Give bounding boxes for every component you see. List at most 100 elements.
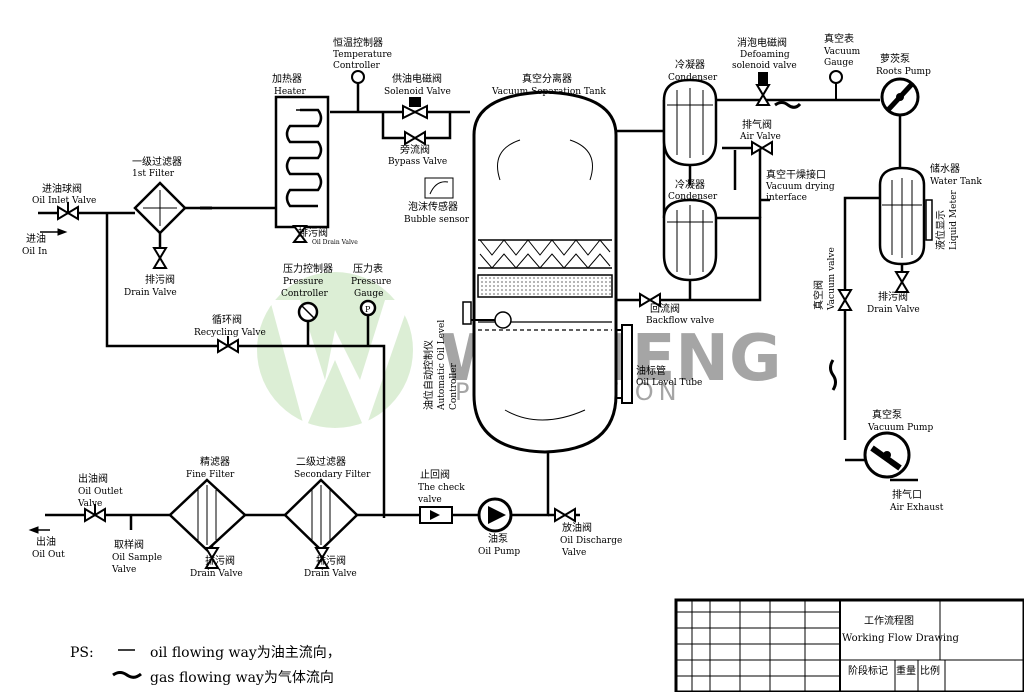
lbl-d1-zh: 排污阀 bbox=[145, 273, 175, 286]
lbl-dry-en1: Vacuum drying bbox=[765, 182, 835, 192]
lbl-check-en2: valve bbox=[417, 495, 442, 505]
air-valve bbox=[751, 140, 773, 156]
labels: 进油 Oil In 进油球阀 Oil Inlet Valve 一级过滤器 1st… bbox=[22, 32, 982, 579]
pgauge-letter: P bbox=[365, 305, 371, 314]
lbl-sd-zh: 排污阀 bbox=[316, 554, 346, 567]
lbl-bubble-en: Bubble sensor bbox=[404, 215, 470, 225]
lbl-rc-en: Recycling Valve bbox=[194, 328, 266, 338]
lbl-hd-en: Oil Drain Valve bbox=[312, 239, 358, 246]
lbl-c2-zh: 冷凝器 bbox=[675, 178, 705, 191]
lbl-bf-zh: 回流阀 bbox=[650, 302, 680, 315]
lbl-out-en1: Oil Outlet bbox=[78, 487, 123, 497]
lbl-wtd-en: Drain Valve bbox=[867, 305, 920, 315]
lbl-oo-zh: 出油 bbox=[36, 535, 56, 548]
lbl-check-en1: The check bbox=[418, 483, 465, 493]
vacuum-separation-tank bbox=[462, 90, 633, 454]
lbl-sol-zh: 供油电磁阀 bbox=[392, 72, 442, 85]
lbl-oo-en: Oil Out bbox=[32, 550, 65, 560]
lbl-pg-en2: Gauge bbox=[354, 289, 383, 299]
lbl-vp-zh: 真空泵 bbox=[872, 408, 902, 421]
water-tank bbox=[878, 166, 933, 266]
lbl-vst-en: Vacuum Separation Tank bbox=[491, 87, 606, 97]
legend: PS: oil flowing way为油主流向， gas flowing wa… bbox=[70, 645, 341, 686]
lbl-sd-en: Drain Valve bbox=[304, 569, 357, 579]
solenoid-valve bbox=[402, 97, 428, 120]
lbl-oil-in-en: Oil In bbox=[22, 247, 48, 257]
vacuum-valve bbox=[837, 289, 853, 311]
lbl-bubble-zh: 泡沫传感器 bbox=[408, 200, 458, 213]
flow-arrows bbox=[28, 111, 465, 651]
lbl-sec-zh: 二级过滤器 bbox=[296, 455, 346, 468]
title-zh: 工作流程图 bbox=[864, 614, 914, 627]
backflow-valve bbox=[639, 292, 661, 308]
lbl-fd-en: Drain Valve bbox=[190, 569, 243, 579]
lbl-out-en2: Valve bbox=[77, 499, 102, 509]
lbl-op-en: Oil Pump bbox=[478, 547, 520, 557]
lbl-defoam-en2: solenoid valve bbox=[732, 61, 797, 71]
lbl-fine-zh: 精滤器 bbox=[200, 455, 230, 468]
lbl-c1-zh: 冷凝器 bbox=[675, 58, 705, 71]
lbl-wt-en: Water Tank bbox=[930, 177, 982, 187]
valves bbox=[57, 72, 910, 569]
legend-ps: PS: bbox=[70, 645, 94, 661]
wt-drain-valve bbox=[894, 271, 910, 293]
lbl-ac-zh: 油位自动控制仪 bbox=[422, 340, 435, 410]
fine-filter bbox=[168, 478, 247, 552]
condenser-bottom bbox=[662, 198, 718, 282]
legend-gas: gas flowing way为气体流向 bbox=[150, 670, 334, 686]
lbl-f1-zh: 一级过滤器 bbox=[132, 155, 182, 168]
lbl-temp-zh: 恒温控制器 bbox=[333, 36, 383, 49]
tb-col3: 比例 bbox=[920, 664, 940, 677]
lbl-lt-zh: 油标管 bbox=[636, 364, 666, 377]
lbl-air-zh: 排气阀 bbox=[742, 118, 772, 131]
lbl-wtd-zh: 排污阀 bbox=[878, 290, 908, 303]
lbl-check-zh: 止回阀 bbox=[420, 468, 450, 481]
lbl-inlet-zh: 进油球阀 bbox=[42, 182, 82, 195]
drain-valve-1 bbox=[152, 247, 168, 269]
defoam-valve bbox=[755, 72, 771, 106]
inlet-valve bbox=[57, 202, 79, 221]
lbl-roots-zh: 萝茨泵 bbox=[880, 52, 910, 65]
oil-pump bbox=[477, 497, 513, 533]
gas-flow-markers bbox=[112, 101, 837, 679]
heater bbox=[274, 95, 330, 229]
lbl-dis-en1: Oil Discharge bbox=[560, 536, 622, 546]
lbl-ex-zh: 排气口 bbox=[892, 488, 922, 501]
lbl-op-zh: 油泵 bbox=[488, 532, 508, 545]
lbl-vv-zh: 真空阀 bbox=[812, 280, 825, 310]
lbl-heater-zh: 加热器 bbox=[272, 72, 302, 85]
lbl-dis-zh: 放油阀 bbox=[562, 521, 592, 534]
lbl-vg-zh: 真空表 bbox=[824, 32, 854, 45]
lbl-pg-en1: Pressure bbox=[351, 277, 391, 287]
heater-drain-valve bbox=[292, 225, 308, 243]
lbl-temp-en1: Temperature bbox=[333, 50, 392, 60]
legend-oil: oil flowing way为油主流向， bbox=[150, 645, 341, 661]
lbl-d1-en: Drain Valve bbox=[124, 288, 177, 298]
lbl-samp-en2: Valve bbox=[111, 565, 136, 575]
lbl-ex-en: Air Exhaust bbox=[889, 503, 944, 513]
lbl-vg-en2: Gauge bbox=[824, 58, 853, 68]
title-en: Working Flow Drawing bbox=[842, 633, 960, 644]
lbl-bypass-zh: 旁流阀 bbox=[400, 143, 430, 156]
fine-drain-valve bbox=[204, 547, 220, 569]
gauges: P bbox=[297, 70, 843, 323]
lbl-defoam-en1: Defoaming bbox=[740, 50, 790, 60]
roots-pump bbox=[880, 77, 920, 117]
lbl-air-en: Air Valve bbox=[739, 132, 781, 142]
vacuum-pump bbox=[863, 431, 911, 479]
lbl-samp-zh: 取样阀 bbox=[114, 538, 144, 551]
lbl-hd-zh: 排污阀 bbox=[298, 226, 328, 239]
lbl-rc-zh: 循环阀 bbox=[212, 313, 242, 326]
lbl-lt-en: Oil Level Tube bbox=[636, 378, 702, 388]
lbl-dry-zh: 真空干燥接口 bbox=[766, 168, 826, 181]
lbl-wt-zh: 储水器 bbox=[930, 162, 960, 175]
lbl-inlet-en: Oil Inlet Valve bbox=[32, 196, 96, 206]
lbl-sec-en: Secondary Filter bbox=[294, 470, 371, 480]
title-block: 工作流程图 Working Flow Drawing 阶段标记 重量 比例 bbox=[674, 598, 1024, 692]
outlet-valve bbox=[84, 504, 106, 523]
lbl-lm-en: Liquid Meter bbox=[949, 190, 959, 250]
condenser-top bbox=[662, 78, 718, 167]
lbl-defoam-zh: 消泡电磁阀 bbox=[737, 36, 787, 49]
lbl-pc-en1: Pressure bbox=[283, 277, 323, 287]
lbl-vp-en: Vacuum Pump bbox=[867, 423, 933, 433]
